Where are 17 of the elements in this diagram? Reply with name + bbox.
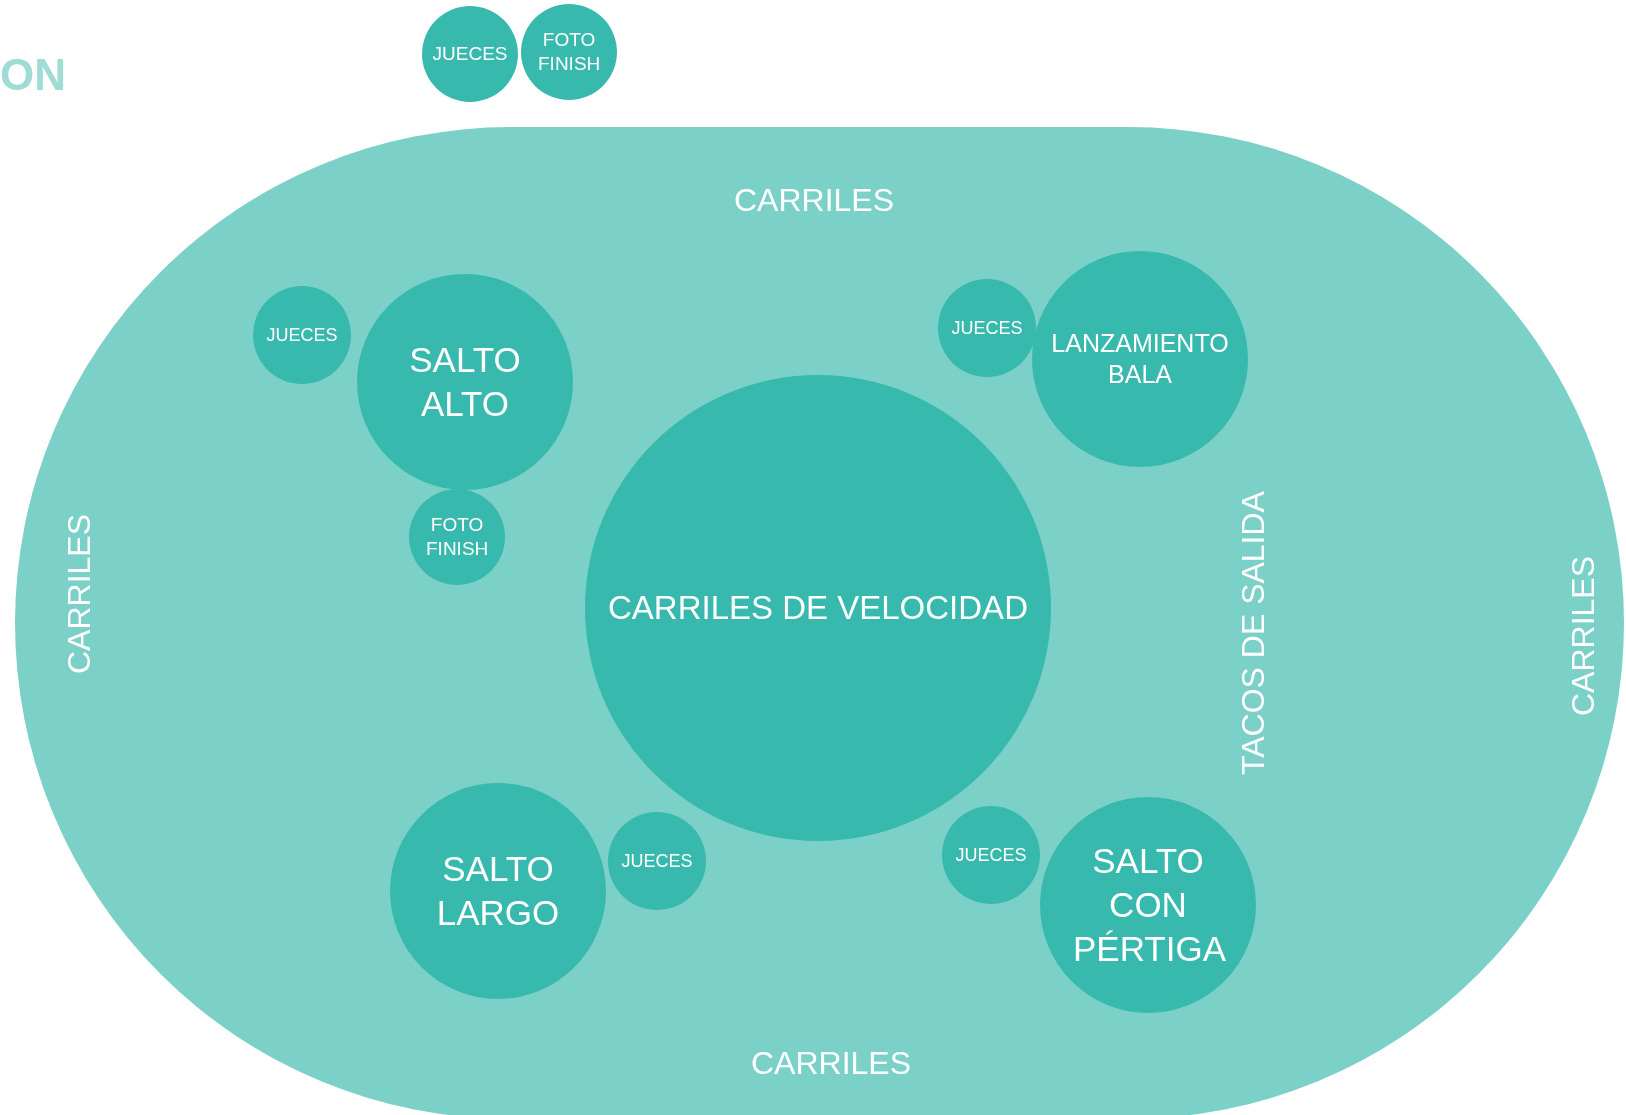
lane-label: CARRILES [60, 514, 98, 674]
event-label: SALTO ALTO [408, 339, 522, 425]
event-label: SALTO LARGO [435, 848, 561, 934]
event-label: LANZAMIENTO BALA [1050, 327, 1230, 390]
event-label: JUECES [951, 316, 1023, 340]
lane-label: CARRILES [1564, 556, 1602, 716]
area-label: TACOS DE SALIDA [1234, 491, 1272, 775]
lane-label: CARRILES [751, 1044, 911, 1082]
lane-label: CARRILES [734, 181, 894, 219]
event-label: JUECES [621, 849, 693, 873]
event-label: JUECES [955, 843, 1027, 867]
event-label: FOTO FINISH [426, 513, 488, 561]
heading-fragment: ON [0, 50, 66, 100]
event-label: FOTO FINISH [538, 28, 600, 76]
event-label: JUECES [432, 42, 508, 66]
event-label: CARRILES DE VELOCIDAD [608, 588, 1028, 629]
event-label: JUECES [266, 323, 338, 347]
